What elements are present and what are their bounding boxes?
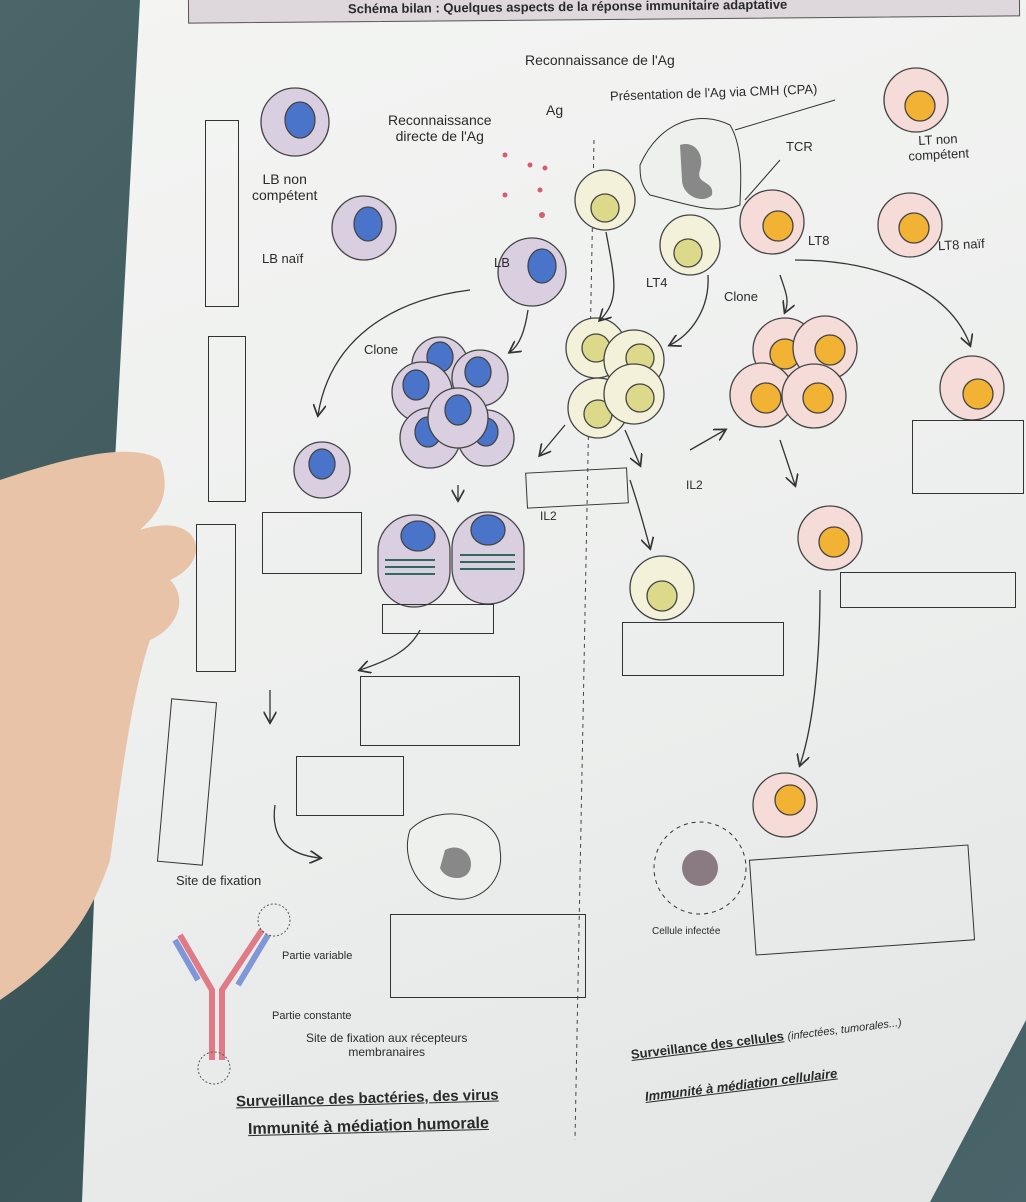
lb-memory-cell — [293, 441, 351, 499]
divider-line — [574, 139, 595, 1141]
label-partie-constante: Partie constante — [272, 1010, 352, 1022]
lb-non-competent-cell — [260, 87, 330, 157]
label-ag: Ag — [546, 102, 564, 118]
answer-box[interactable] — [205, 120, 239, 307]
label-lt8-naif: LT8 naïf — [937, 235, 986, 254]
label-site-recepteurs: Site de fixation aux récepteurs membrana… — [306, 1031, 468, 1059]
answer-box[interactable] — [196, 524, 236, 672]
answer-box[interactable] — [208, 336, 246, 502]
label-lb: LB — [494, 255, 510, 270]
label-lt8: LT8 — [808, 233, 830, 248]
label-site-fixation: Site de fixation — [176, 873, 262, 888]
lb-naif-cell — [331, 195, 397, 261]
answer-box[interactable] — [912, 420, 1024, 494]
answer-box[interactable] — [622, 622, 784, 676]
answer-box[interactable] — [840, 572, 1016, 608]
lt8-cells — [729, 67, 1005, 838]
antibody — [172, 928, 271, 1060]
plasmocyte-cells — [377, 511, 525, 608]
answer-box[interactable] — [262, 512, 362, 574]
label-lb-naif: LB naïf — [262, 251, 304, 266]
infected-cell — [653, 821, 747, 915]
answer-box[interactable] — [360, 676, 520, 746]
label-clone-b: Clone — [364, 342, 398, 357]
label-lt4: LT4 — [646, 275, 668, 290]
b-cells — [260, 87, 567, 608]
label-tcr: TCR — [786, 139, 813, 154]
answer-box[interactable] — [390, 914, 586, 998]
hand — [0, 451, 197, 1000]
infected-cell-nucleus — [682, 850, 718, 886]
answer-box[interactable] — [382, 604, 494, 634]
answer-box[interactable] — [296, 756, 404, 816]
label-recognition: Reconnaissance de l'Ag — [525, 52, 675, 68]
label-il2-right: IL2 — [686, 478, 703, 492]
label-lt-non-competent: LT non compétent — [907, 130, 970, 164]
cpa-nucleus — [680, 144, 713, 200]
label-il2-left: IL2 — [540, 509, 557, 523]
label-lb-non-competent: LB non compétent — [252, 171, 318, 204]
label-cellule-infectee: Cellule infectée — [652, 926, 721, 937]
lb-cell — [497, 237, 567, 307]
lb-clone-cluster — [391, 336, 515, 469]
lt4-cells — [565, 169, 721, 621]
label-direct-recognition: Reconnaissance directe de l'Ag — [388, 112, 492, 145]
answer-box[interactable] — [748, 844, 976, 956]
label-partie-variable: Partie variable — [282, 950, 353, 962]
arrows — [270, 231, 970, 858]
label-clone-t: Clone — [724, 289, 758, 304]
antigen-dots — [502, 152, 548, 218]
answer-box[interactable] — [525, 467, 629, 509]
